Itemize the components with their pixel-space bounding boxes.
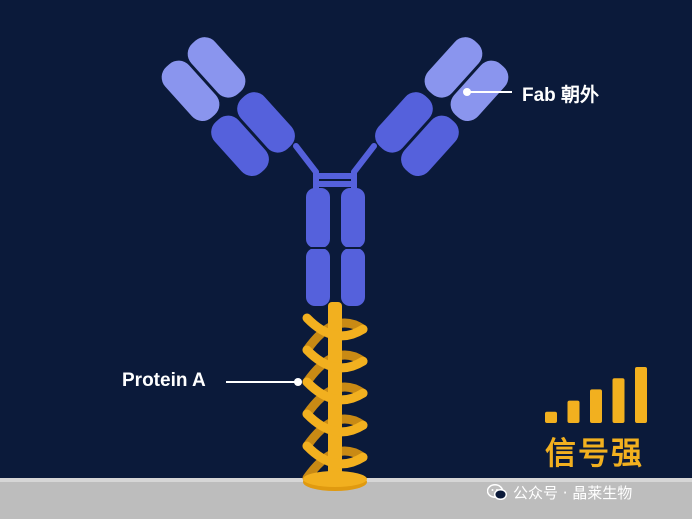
- helix-turn-front: [302, 345, 368, 373]
- signal-bar: [567, 400, 580, 423]
- fab-left-dark-1: [211, 115, 269, 177]
- protein-a: [302, 302, 368, 491]
- fc-ch3-right: [341, 248, 365, 306]
- fc-ch2-left: [306, 188, 330, 248]
- fab-left-dark-2: [237, 92, 295, 153]
- fab-arm-right: [375, 37, 509, 177]
- signal-bar: [612, 378, 625, 423]
- fab-right-dark-2: [401, 115, 459, 177]
- fab-left-light-2: [187, 37, 246, 98]
- protein-a-rod: [328, 302, 342, 484]
- fc-ch3-left: [306, 248, 330, 306]
- signal-strength-text: 信号强: [545, 436, 644, 472]
- helix-turn-front: [302, 441, 368, 469]
- helix-turn-front: [302, 377, 368, 405]
- signal-bar: [545, 411, 557, 423]
- signal-bar: [635, 367, 647, 423]
- fab-right-light-2: [450, 60, 509, 122]
- signal-bar: [590, 389, 602, 423]
- watermark-text: 公众号 · 晶莱生物: [513, 484, 633, 502]
- fab-arm-left: [161, 37, 295, 177]
- fab-right-light-1: [424, 37, 483, 98]
- protein-a-pointer: [226, 378, 302, 386]
- protein-a-base-top: [303, 471, 367, 487]
- fab-left-light-1: [161, 60, 220, 122]
- helix-turn-front: [302, 409, 368, 437]
- fab-label: Fab 朝外: [522, 85, 600, 106]
- helix-front: [302, 313, 368, 469]
- protein-a-label: Protein A: [122, 370, 206, 391]
- fab-pointer: [463, 88, 512, 96]
- watermark: 公众号 · 晶莱生物: [486, 482, 633, 505]
- hinge: [293, 143, 377, 195]
- signal-strength-bars: [545, 367, 647, 423]
- fc-ch2-right: [341, 188, 365, 248]
- fc-region: [306, 188, 365, 306]
- fab-right-dark-1: [375, 92, 433, 153]
- helix-turn-front: [302, 313, 368, 341]
- antibody: [161, 37, 509, 306]
- wechat-icon: [486, 484, 508, 505]
